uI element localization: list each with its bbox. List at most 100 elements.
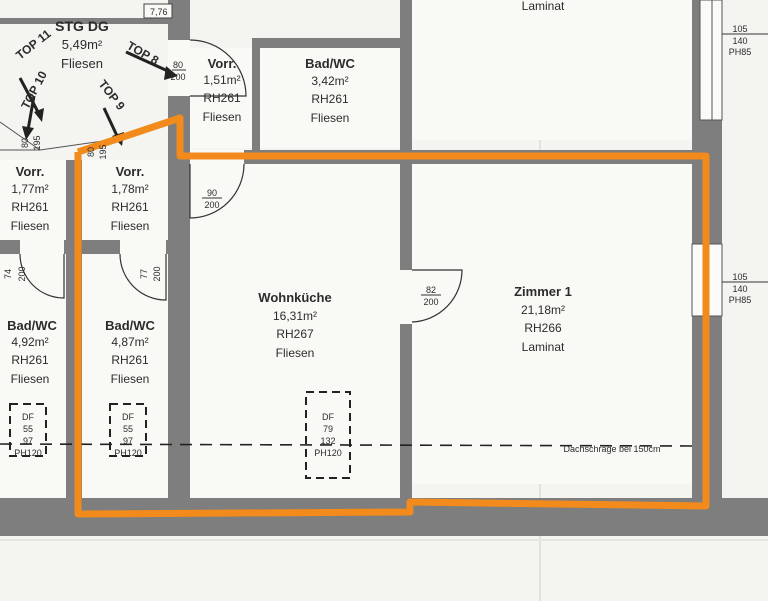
wohnkueche-floor: [190, 164, 400, 498]
skylight-parapet: PH120: [14, 448, 42, 458]
bad-top-floor: [260, 48, 400, 148]
door-opening-bad-left: [20, 240, 64, 254]
stair-area: 5,49m²: [62, 37, 103, 52]
header-note: 7,76: [150, 7, 168, 17]
room-floor: Fliesen: [111, 372, 150, 386]
window-labels: 105 140 PH85 105 140 PH85: [722, 24, 768, 305]
door-width: 74: [3, 269, 13, 279]
skylight-labels: DF 55 97 PH120 DF 55 97 PH120 DF 79 132 …: [14, 412, 342, 458]
door-height: 195: [98, 144, 108, 159]
room-area: 16,31m²: [273, 309, 317, 323]
door-dim-bad-left: 74 200: [3, 266, 27, 281]
arrowhead: [164, 66, 178, 80]
skylight-type: DF: [322, 412, 334, 422]
skylight-label-left: DF 55 97 PH120: [14, 412, 42, 458]
room-bad-left: Bad/WC 4,92m² RH261 Fliesen: [7, 318, 57, 386]
door-width: 77: [139, 269, 149, 279]
room-area: 1,78m²: [111, 182, 148, 196]
skylight-parapet: PH120: [314, 448, 342, 458]
room-bad-mid: Bad/WC 4,87m² RH261 Fliesen: [105, 318, 155, 386]
room-vorr-top: Vorr. 1,51m² RH261 Fliesen: [203, 56, 242, 124]
room-name: Zimmer 1: [514, 284, 572, 299]
stair-name: STG DG: [55, 18, 109, 34]
door-swing-bad-mid: [119, 253, 167, 301]
skylight-label-kitchen: DF 79 132 PH120: [314, 412, 342, 458]
skylight-height: 132: [320, 436, 335, 446]
door-swing-kitchen: [189, 163, 245, 219]
door-opening-vorr-top: [168, 40, 190, 96]
door-height: 200: [17, 266, 27, 281]
roof-slope-line: [0, 443, 693, 447]
vorr-top-wall: [182, 0, 190, 40]
room-vorr-left: Vorr. 1,77m² RH261 Fliesen: [11, 164, 50, 233]
stair-label: STG DG 5,49m² Fliesen: [55, 18, 109, 71]
door-dim-zimmer: 82 200: [421, 285, 441, 307]
skylight-label-mid: DF 55 97 PH120: [114, 412, 142, 458]
room-height: RH261: [311, 92, 349, 106]
skylight-frame-mid: [109, 403, 147, 457]
room-bad-top: Bad/WC 3,42m² RH261 Fliesen: [305, 56, 355, 125]
room-height: RH261: [111, 353, 149, 367]
door-opening-bad-mid: [120, 240, 166, 254]
wall-bad-top: [252, 38, 402, 48]
room-height: RH261: [111, 200, 149, 214]
wall-kitchen-zimmer: [400, 160, 412, 500]
top-room-floor-label: Laminat: [522, 0, 565, 13]
door-height: 200: [152, 266, 162, 281]
arrow-top-9: [102, 107, 120, 139]
arrow-top-8: [125, 50, 171, 74]
door-width: 80: [20, 138, 30, 148]
room-area: 4,92m²: [11, 335, 48, 349]
window-width: 105: [732, 24, 747, 34]
door-height: 200: [204, 200, 219, 210]
door-dim-stair-mid: 80 195: [86, 144, 108, 159]
room-wohnkueche: Wohnküche 16,31m² RH267 Fliesen: [258, 290, 331, 360]
room-zimmer-1: Zimmer 1 21,18m² RH266 Laminat: [514, 284, 572, 354]
room-vorr-mid: Vorr. 1,78m² RH261 Fliesen: [111, 164, 150, 233]
header-note-box: [143, 3, 173, 19]
door-dim-bad-mid: 77 200: [139, 266, 162, 281]
room-name: Wohnküche: [258, 290, 331, 305]
room-floor: Fliesen: [311, 111, 350, 125]
room-area: 4,87m²: [111, 335, 148, 349]
room-name: Bad/WC: [105, 318, 155, 333]
skylight-frame-left: [9, 403, 47, 457]
door-width: 90: [207, 188, 217, 198]
wall-bad-left: [252, 38, 260, 153]
room-area: 1,77m²: [11, 182, 48, 196]
bad-mid-floor: [82, 254, 168, 498]
door-opening-zimmer: [400, 270, 412, 324]
skylight-type: DF: [22, 412, 34, 422]
door-height: 195: [32, 135, 42, 150]
skylight-width: 55: [123, 424, 133, 434]
room-fills: [0, 0, 692, 498]
doors: [19, 39, 463, 324]
room-floor: Fliesen: [11, 372, 50, 386]
room-name: Vorr.: [116, 164, 145, 179]
door-width: 82: [426, 285, 436, 295]
top-arrows: [18, 50, 178, 146]
window-height: 140: [732, 284, 747, 294]
door-dim-kitchen: 90 200: [202, 188, 222, 210]
top-room-floor: [412, 0, 692, 140]
room-height: RH267: [276, 327, 314, 341]
skylight-frames: [9, 391, 351, 479]
roof-slope-note: Dachschräge bei 150cm: [563, 444, 660, 454]
room-name: Vorr.: [16, 164, 45, 179]
room-floor: Fliesen: [276, 346, 315, 360]
window-label-top: 105 140 PH85: [722, 24, 768, 57]
room-name: Vorr.: [208, 56, 237, 71]
door-swing-bad-left: [19, 253, 65, 299]
header-note-group: 7,76: [143, 3, 173, 19]
room-height: RH266: [524, 321, 562, 335]
stair-floor: Fliesen: [61, 56, 103, 71]
skylight-height: 97: [23, 436, 33, 446]
vorr-left-floor: [0, 160, 66, 240]
room-floor: Fliesen: [11, 219, 50, 233]
vorr-mid-floor: [82, 160, 168, 240]
room-floor: Laminat: [522, 340, 565, 354]
skylight-type: DF: [122, 412, 134, 422]
door-swing-vorr-top: [189, 39, 247, 97]
window-top: [699, 0, 723, 121]
